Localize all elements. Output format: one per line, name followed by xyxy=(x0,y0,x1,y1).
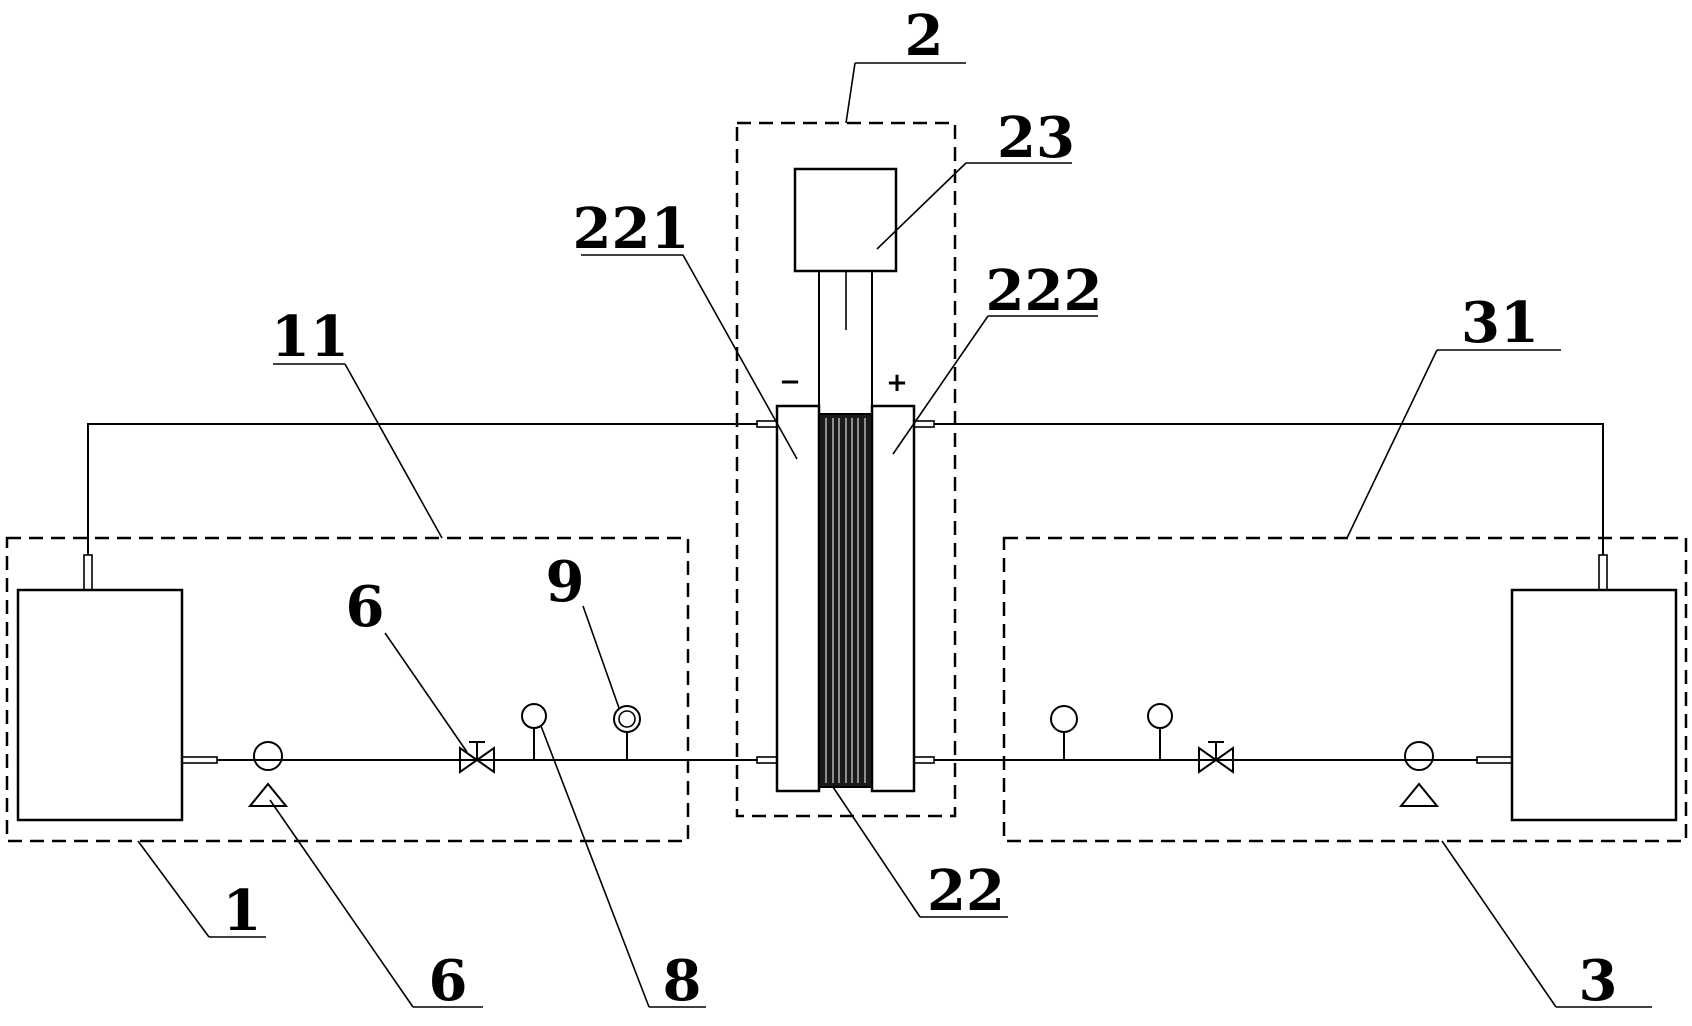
left-tank xyxy=(16,588,184,822)
anode-end-plate xyxy=(870,404,916,793)
label-222: 222 xyxy=(986,258,1103,324)
label-6-valve: 6 xyxy=(346,574,385,640)
label-221: 221 xyxy=(573,196,690,262)
right-pressure-gauge-icon xyxy=(1050,705,1078,760)
label-23: 23 xyxy=(997,105,1075,171)
label-3: 3 xyxy=(1579,948,1618,1014)
label-2: 2 xyxy=(905,3,944,69)
label-22: 22 xyxy=(927,858,1005,924)
left-tank-outlet-nozzle xyxy=(181,756,218,764)
left-valve-icon xyxy=(459,741,495,774)
power-supply-box xyxy=(793,167,898,273)
right-tank-top-nozzle xyxy=(1598,554,1608,591)
right-flow-meter-icon xyxy=(1147,703,1173,760)
left-tank-top-nozzle xyxy=(83,554,93,591)
leader-lines xyxy=(137,62,1652,1008)
negative-terminal-symbol: − xyxy=(779,367,801,397)
module-2-boundary xyxy=(735,121,957,818)
upper-right-pipe xyxy=(913,420,1604,555)
right-cell-inlet-nozzle xyxy=(913,756,935,764)
label-1: 1 xyxy=(223,878,262,944)
right-pump-icon xyxy=(1398,741,1440,807)
label-6-pump: 6 xyxy=(429,948,468,1014)
left-pump-icon xyxy=(247,741,289,807)
label-9: 9 xyxy=(546,549,585,615)
label-8: 8 xyxy=(663,948,702,1014)
module-3-boundary xyxy=(1002,536,1688,843)
membrane-stack-lines xyxy=(825,418,866,783)
positive-terminal-symbol: + xyxy=(886,368,908,398)
cathode-end-plate xyxy=(775,404,821,793)
label-31: 31 xyxy=(1461,290,1539,356)
right-tank-outlet-nozzle xyxy=(1476,756,1513,764)
module-1-boundary xyxy=(5,536,690,843)
label-11: 11 xyxy=(271,304,349,370)
left-flow-meter-icon xyxy=(521,703,547,760)
right-valve-icon xyxy=(1198,741,1234,774)
power-supply-leads xyxy=(818,271,873,406)
upper-left-pipe xyxy=(87,420,778,555)
right-tank xyxy=(1510,588,1678,822)
left-cell-inlet-nozzle xyxy=(756,756,778,764)
left-pressure-gauge-icon xyxy=(613,705,641,760)
